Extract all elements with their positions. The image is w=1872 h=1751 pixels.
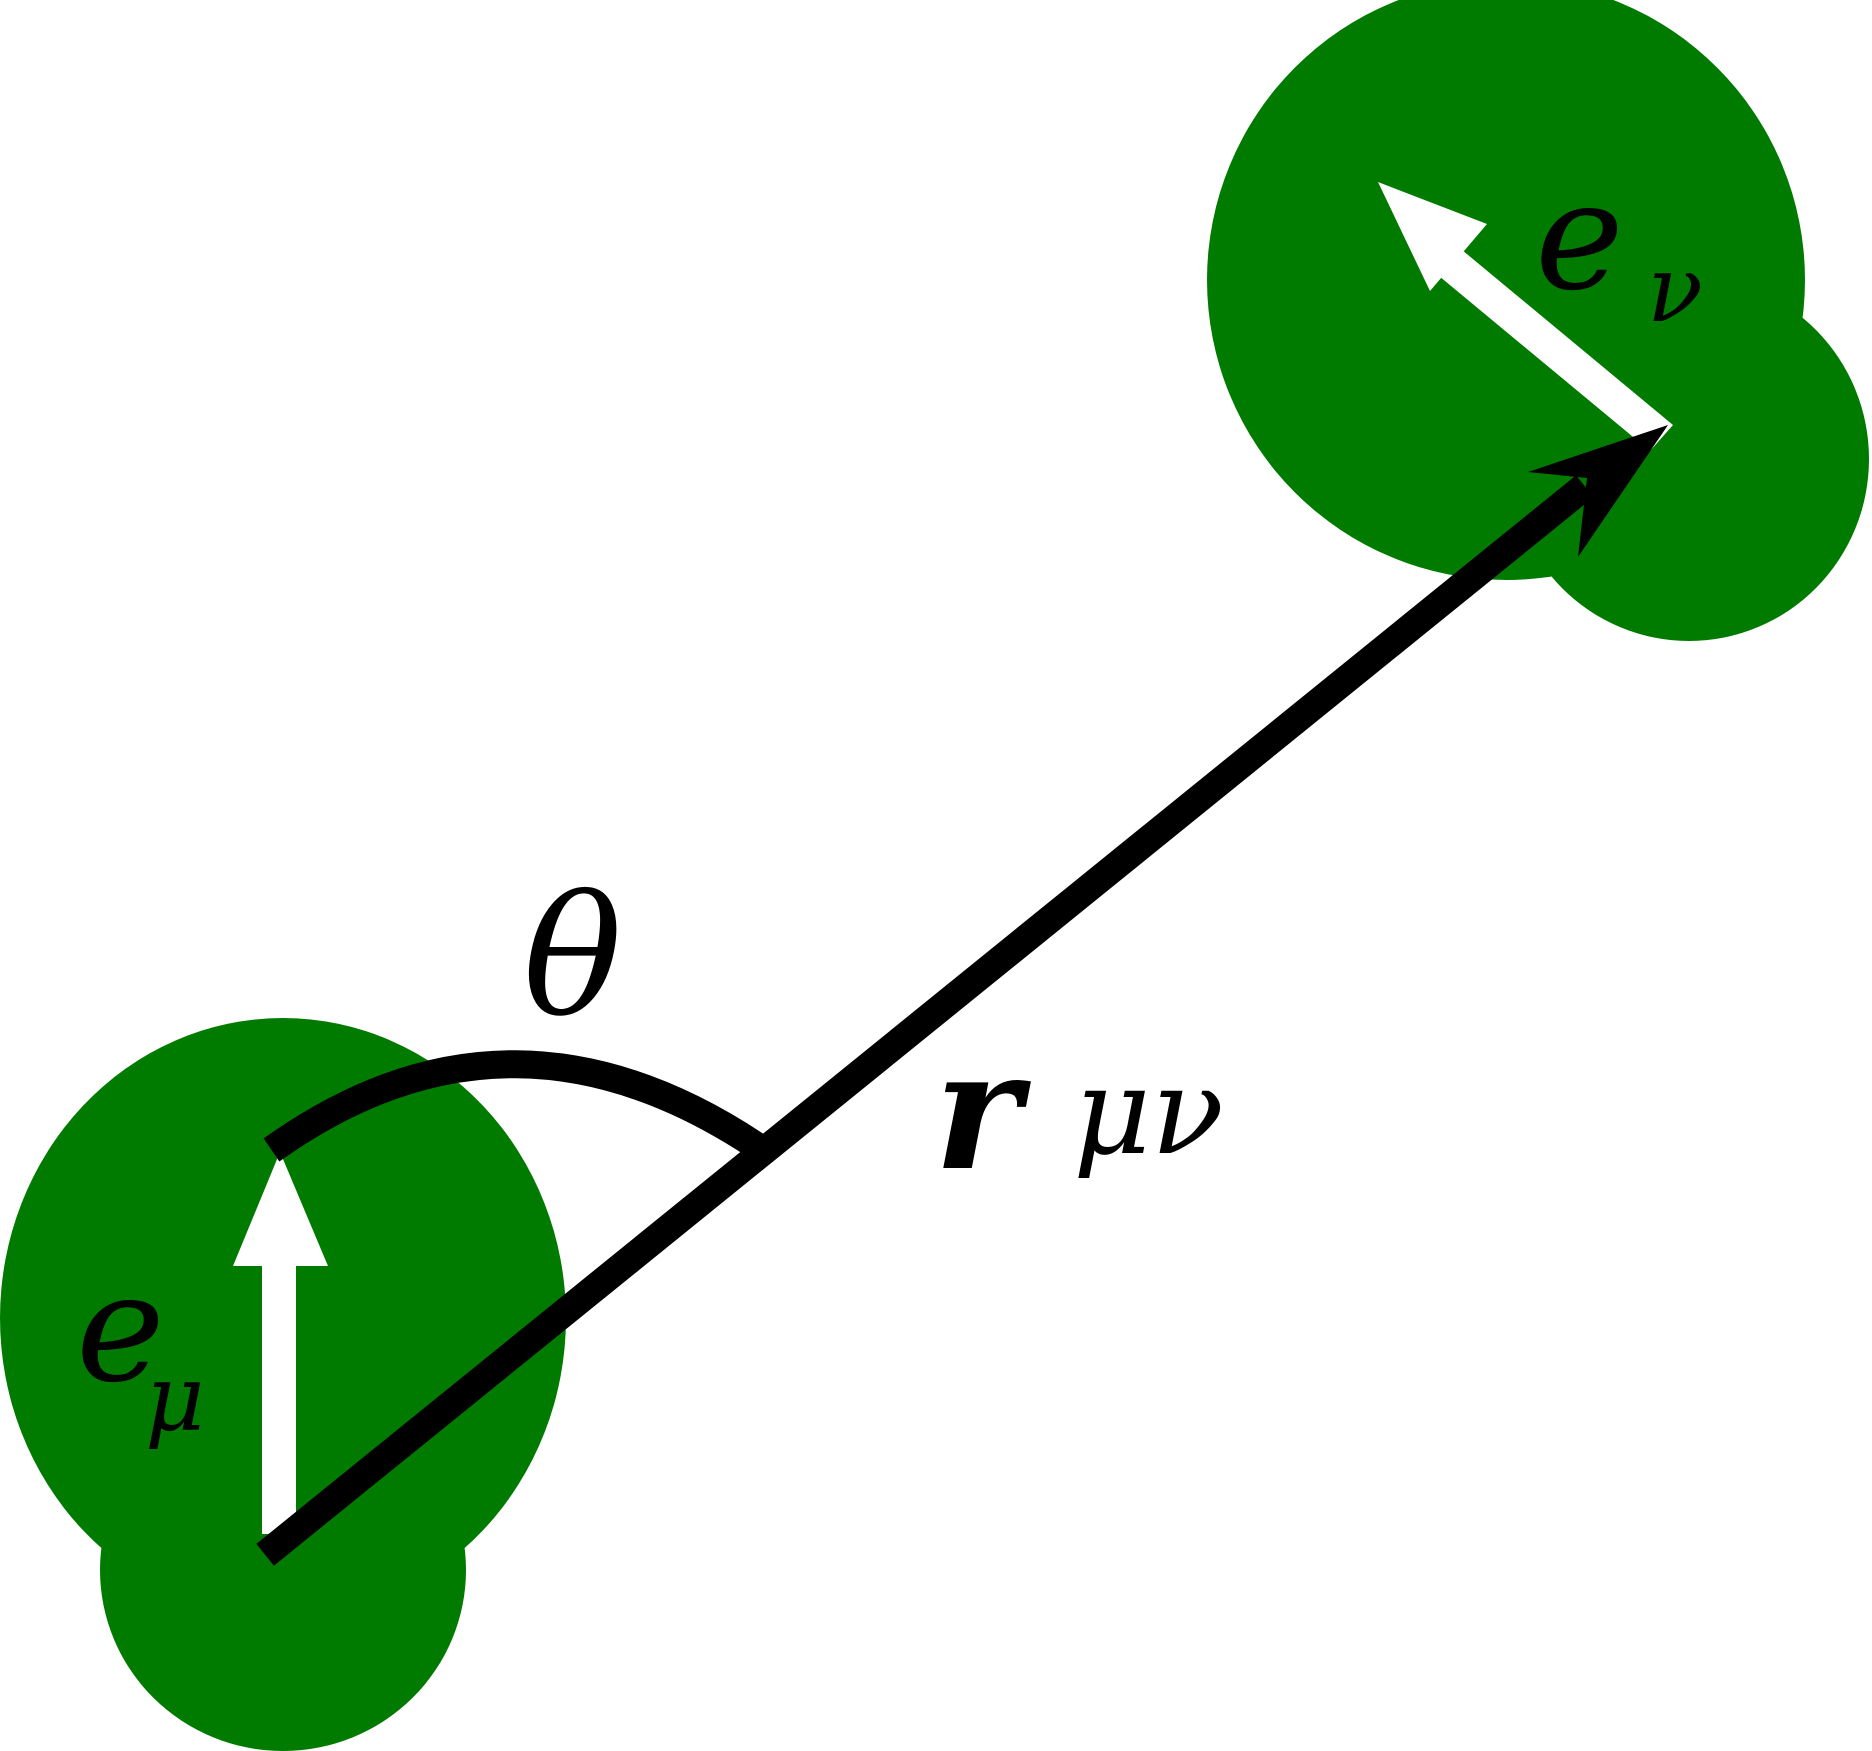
r-mu-nu-vector (256, 475, 1594, 1566)
e-nu-vector (1378, 182, 1673, 451)
r-mu-nu-label-main: r (934, 1013, 1031, 1207)
e-mu-vector (233, 1152, 328, 1534)
r-mu-nu-arrowhead (1528, 425, 1668, 557)
e-mu-vector-head (233, 1152, 328, 1266)
e-mu-label-main: e (76, 1242, 165, 1416)
e-nu-label-sub: ν (1647, 236, 1703, 343)
r-mu-nu-label-sub: μν (1073, 1043, 1224, 1182)
e-mu-label-sub: μ (145, 1345, 205, 1452)
e-mu-vector-shaft (262, 1238, 296, 1534)
e-nu-vector-shaft (1433, 245, 1673, 451)
theta-label: θ (523, 861, 622, 1053)
theta-angle-arc (263, 1050, 775, 1165)
e-nu-label-main: e (1535, 150, 1624, 324)
e-nu-vector-head (1378, 182, 1487, 291)
